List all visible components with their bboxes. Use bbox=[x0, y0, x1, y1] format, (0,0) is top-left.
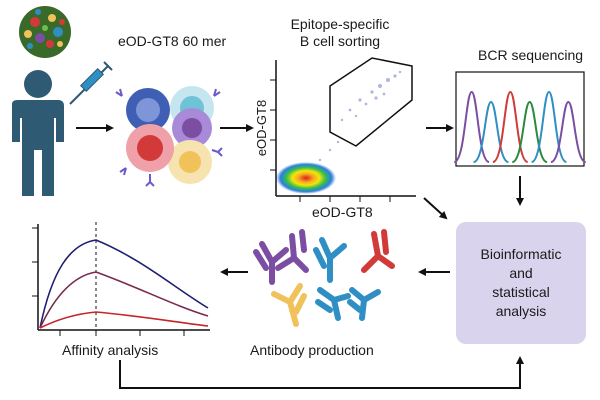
sequencing-peak bbox=[550, 100, 587, 163]
facs-x-label: eOD-GT8 bbox=[312, 204, 373, 220]
antibody-group bbox=[253, 229, 395, 327]
antibody-icon bbox=[315, 287, 351, 321]
affinity-label: Affinity analysis bbox=[62, 342, 159, 358]
arrow-facs-to-analysis bbox=[423, 197, 448, 220]
virus-nanoparticle-icon bbox=[19, 6, 71, 58]
facs-sort-gate bbox=[329, 57, 413, 147]
b-cell-cluster-icon bbox=[115, 86, 223, 187]
sequencing-peak bbox=[473, 100, 509, 163]
antibody-label: Antibody production bbox=[250, 342, 374, 358]
facs-population-sorted bbox=[318, 70, 402, 162]
facs-plot bbox=[270, 57, 416, 202]
antibody-icon bbox=[313, 237, 347, 283]
analysis-line: analysis bbox=[495, 303, 547, 319]
affinity-curve-mid bbox=[39, 271, 209, 329]
analysis-box: Bioinformatic and statistical analysis bbox=[456, 222, 586, 344]
antibody-icon bbox=[271, 283, 307, 327]
facs-y-label: eOD-GT8 bbox=[254, 100, 269, 156]
antibody-icon bbox=[275, 229, 309, 273]
sequencing-peak bbox=[511, 100, 548, 163]
analysis-line: statistical bbox=[492, 284, 550, 300]
sequencing-label: BCR sequencing bbox=[478, 47, 584, 63]
sorting-label-line1: Epitope-specific bbox=[290, 16, 390, 32]
syringe-icon bbox=[69, 61, 113, 105]
analysis-line: and bbox=[509, 265, 533, 281]
person-icon bbox=[12, 70, 64, 196]
analysis-line: Bioinformatic bbox=[480, 246, 562, 262]
antibody-icon bbox=[347, 287, 381, 321]
affinity-curve-high bbox=[39, 239, 209, 329]
antibody-icon bbox=[253, 241, 289, 285]
antibody-icon bbox=[361, 229, 395, 273]
facs-population-dense bbox=[276, 162, 336, 194]
affinity-plot bbox=[32, 222, 210, 336]
arrow-affinity-loop-to-analysis bbox=[119, 356, 524, 389]
antigen-label: eOD-GT8 60 mer bbox=[118, 33, 227, 49]
sorting-label-line2: B cell sorting bbox=[299, 33, 381, 49]
affinity-curve-low bbox=[39, 311, 209, 329]
sequencing-chromatogram bbox=[453, 71, 587, 167]
